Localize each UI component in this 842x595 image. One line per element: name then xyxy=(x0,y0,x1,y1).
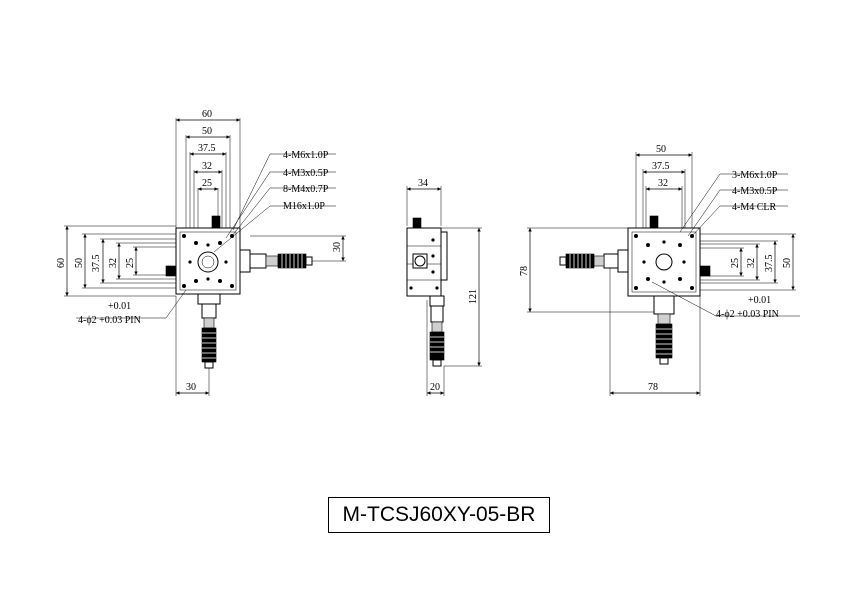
side-view: 34 121 20 xyxy=(406,178,482,396)
dim-left-50: 50 xyxy=(74,258,85,268)
r-dim-top-50: 50 xyxy=(656,144,666,155)
dim-top-37-5: 37.5 xyxy=(198,143,216,154)
right-view: 50 37.5 32 xyxy=(519,144,800,396)
r-pin-tolerance: +0.01 xyxy=(748,295,771,306)
r-callout-m3: 4-M3x0.5P xyxy=(732,186,778,197)
r-dim-right-37-5: 37.5 xyxy=(764,255,775,273)
r-dim-left-78: 78 xyxy=(519,266,530,276)
r-dim-right-25: 25 xyxy=(730,258,741,268)
r-dim-top-37-5: 37.5 xyxy=(652,161,670,172)
r-callout-m6: 3-M6x1.0P xyxy=(732,170,778,181)
callout-m3: 4-M3x0.5P xyxy=(283,168,329,179)
r-dim-bottom-78: 78 xyxy=(648,382,658,393)
r-callout-m4: 4-M4 CLR xyxy=(732,202,777,213)
callout-m4: 8-M4x0.7P xyxy=(283,184,329,195)
dim-left-25: 25 xyxy=(125,258,136,268)
dim-top-32: 32 xyxy=(202,161,212,172)
side-dim-20: 20 xyxy=(430,382,440,393)
model-title: M-TCSJ60XY-05-BR xyxy=(342,503,536,526)
callout-m16: M16x1.0P xyxy=(283,201,325,212)
r-dim-right-50: 50 xyxy=(782,258,793,268)
dim-bottom-30: 30 xyxy=(186,382,196,393)
dim-top-60: 60 xyxy=(202,109,212,120)
dim-left-37-5: 37.5 xyxy=(91,255,102,273)
r-dim-top-32: 32 xyxy=(658,178,668,189)
model-title-box: M-TCSJ60XY-05-BR xyxy=(328,497,550,533)
pin-tolerance: +0.01 xyxy=(108,301,131,312)
dim-left-60: 60 xyxy=(56,258,67,268)
side-dim-34: 34 xyxy=(418,178,428,189)
dim-top-50: 50 xyxy=(202,126,212,137)
pin-label: 4-ϕ2 +0.03 PIN xyxy=(78,315,141,326)
left-view: 60 50 37.5 32 25 60 50 37.5 32 25 xyxy=(56,109,346,396)
dim-left-32: 32 xyxy=(108,258,119,268)
dim-right-30: 30 xyxy=(332,242,343,252)
dim-top-25: 25 xyxy=(202,178,212,189)
r-pin-label: 4-ϕ2 +0.03 PIN xyxy=(716,309,779,320)
callout-m6: 4-M6x1.0P xyxy=(283,150,329,161)
side-dim-121: 121 xyxy=(468,289,479,304)
r-dim-right-32: 32 xyxy=(746,258,757,268)
